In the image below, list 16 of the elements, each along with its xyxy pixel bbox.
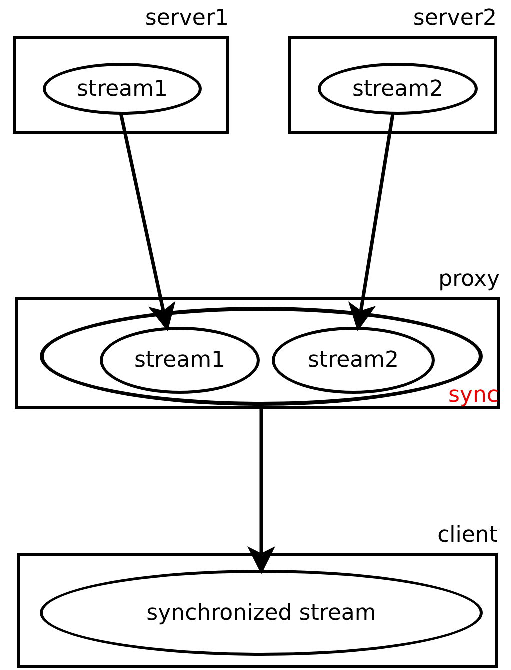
stream-ellipse [318, 63, 478, 115]
box-title: proxy [438, 267, 500, 292]
box-title: server2 [413, 6, 497, 31]
stream-label: stream1 [134, 348, 226, 373]
arrow [119, 112, 176, 332]
arrow [348, 112, 395, 332]
stream-label: stream2 [308, 348, 400, 373]
stream-ellipse [100, 327, 260, 394]
stream-label: stream1 [76, 76, 168, 102]
box-title: server1 [145, 6, 229, 31]
stream-ellipse [43, 63, 202, 115]
stream-label: synchronized stream [146, 600, 376, 626]
stream-label: stream2 [352, 76, 444, 102]
stream-ellipse [272, 327, 435, 394]
box-title: client [438, 523, 498, 548]
stream-ellipse [40, 570, 483, 656]
